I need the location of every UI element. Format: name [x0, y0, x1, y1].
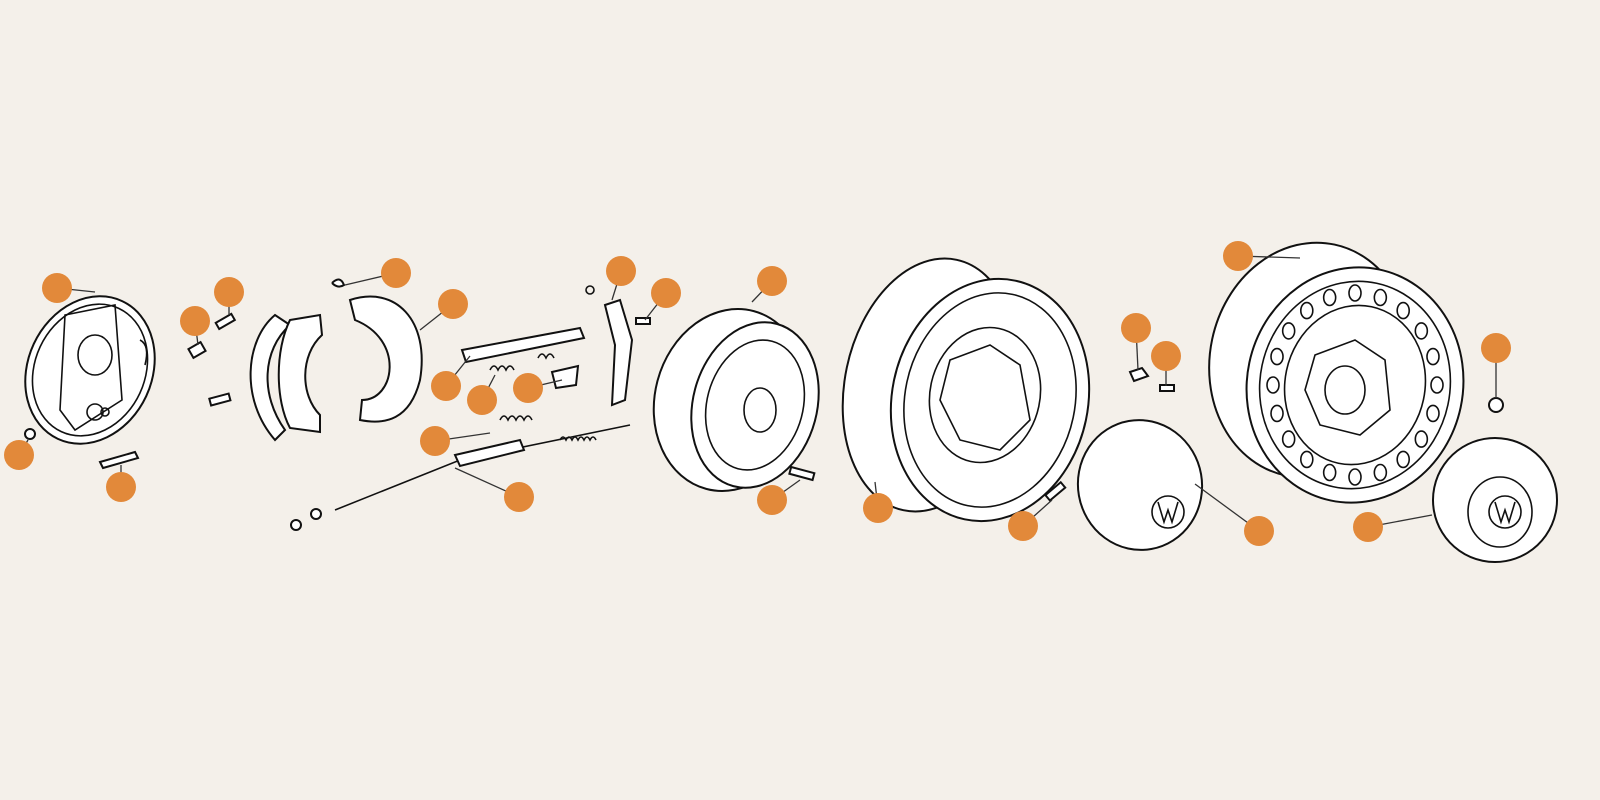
hotspot-parking-brake-lever[interactable]	[606, 256, 636, 286]
hubcap-drawing	[1076, 366, 1204, 551]
hotspot-brake-drum[interactable]	[757, 266, 787, 296]
hotspot-parking-brake-cable[interactable]	[504, 482, 534, 512]
hotspot-wheel-bolt[interactable]	[1008, 511, 1038, 541]
hotspot-adjuster-link[interactable]	[431, 371, 461, 401]
brake-drum-drawing	[652, 308, 820, 492]
small-hardware-left	[24, 312, 237, 470]
hotspot-cotter-pin[interactable]	[1121, 313, 1151, 343]
hotspot-adjuster-nut[interactable]	[106, 472, 136, 502]
hotspot-lug-nut[interactable]	[1481, 333, 1511, 363]
wheel-rim-drawing	[841, 257, 1091, 523]
hotspot-wheel-cylinder[interactable]	[180, 306, 210, 336]
hotspot-wheel-rim[interactable]	[863, 493, 893, 523]
hotspot-brake-shoe-pair[interactable]	[438, 289, 468, 319]
hotspot-backing-plate-bolt[interactable]	[4, 440, 34, 470]
hotspot-drum-bolt[interactable]	[757, 485, 787, 515]
hotspot-hubcap[interactable]	[1244, 516, 1274, 546]
hotspot-hold-down-spring[interactable]	[513, 373, 543, 403]
wheel-rim-perforated-drawing	[1208, 241, 1504, 504]
hotspot-shoe-spring[interactable]	[467, 385, 497, 415]
brake-shoes-drawing	[249, 278, 423, 442]
hotspot-layer	[4, 241, 1511, 546]
hotspot-wheel-rim-perforated[interactable]	[1223, 241, 1253, 271]
hotspot-retaining-clip[interactable]	[381, 258, 411, 288]
hotspot-brake-backing-plate[interactable]	[42, 273, 72, 303]
hotspot-bleeder-screw[interactable]	[214, 277, 244, 307]
hotspot-hubcap-small[interactable]	[1353, 512, 1383, 542]
hotspot-lever-bolt[interactable]	[651, 278, 681, 308]
hotspot-clevis-pin[interactable]	[1151, 341, 1181, 371]
brake-backing-plate-drawing	[24, 295, 156, 445]
hubcap-small-drawing	[1432, 437, 1558, 563]
hotspot-spring-cup[interactable]	[420, 426, 450, 456]
brake-linkage-drawing	[290, 285, 651, 531]
